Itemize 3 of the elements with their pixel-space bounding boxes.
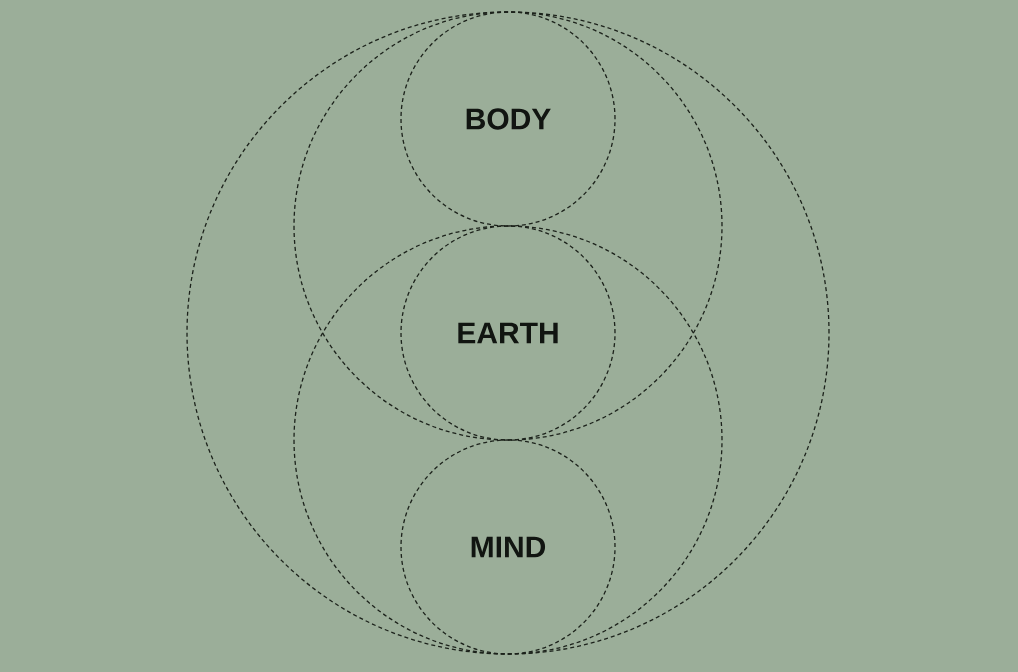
dashed-circle <box>186 11 830 655</box>
dashed-circle <box>293 11 723 441</box>
dashed-circle <box>293 225 723 655</box>
